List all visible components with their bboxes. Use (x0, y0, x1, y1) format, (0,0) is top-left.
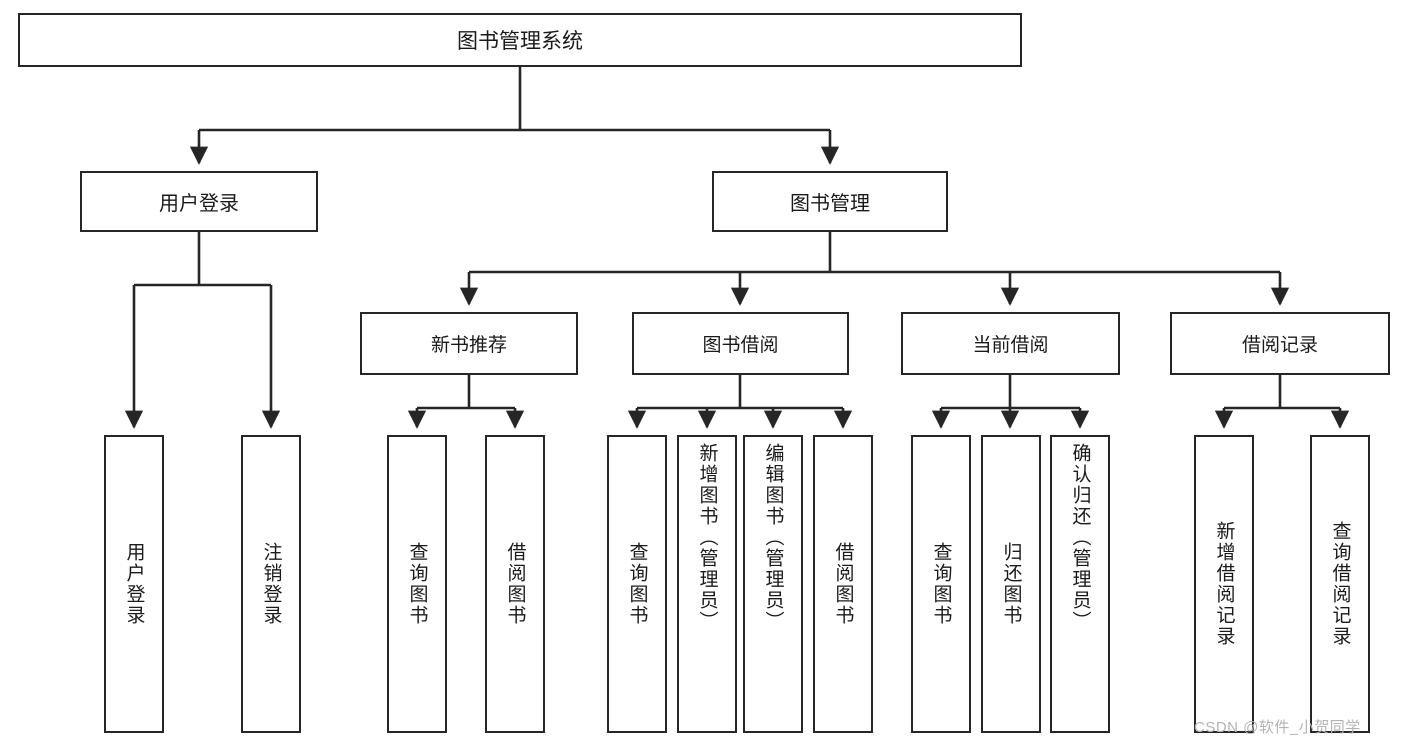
node-label: 查询图书 (406, 542, 428, 626)
node-label: 编辑图书（管理员） (762, 443, 784, 632)
leaf-query-book-borrow[interactable]: 查询图书 (607, 435, 667, 733)
leaf-return-book[interactable]: 归还图书 (981, 435, 1041, 733)
node-label: 新增图书（管理员） (696, 443, 718, 632)
node-label: 确认归还（管理员） (1069, 443, 1091, 632)
node-label: 新书推荐 (430, 335, 507, 356)
node-label: 借阅记录 (1241, 335, 1318, 356)
leaf-confirm-return-admin[interactable]: 确认归还（管理员） (1050, 435, 1110, 733)
leaf-borrow-book-recommend[interactable]: 借阅图书 (485, 435, 545, 733)
node-label: 新增借阅记录 (1213, 521, 1235, 647)
node-label: 归还图书 (1000, 542, 1022, 626)
node-borrow-record[interactable]: 借阅记录 (1170, 312, 1390, 375)
node-label: 借阅图书 (504, 542, 526, 626)
node-root-book-management-system[interactable]: 图书管理系统 (18, 13, 1022, 67)
node-label: 用户登录 (123, 542, 145, 626)
node-label: 图书管理 (790, 193, 870, 215)
node-label: 用户登录 (159, 193, 239, 215)
node-label: 借阅图书 (832, 542, 854, 626)
node-label: 查询图书 (930, 542, 952, 626)
leaf-query-book-current[interactable]: 查询图书 (911, 435, 971, 733)
leaf-borrow-book[interactable]: 借阅图书 (813, 435, 873, 733)
node-label: 图书管理系统 (457, 30, 583, 53)
node-label: 查询图书 (626, 542, 648, 626)
node-new-book-recommend[interactable]: 新书推荐 (360, 312, 578, 375)
leaf-query-book-recommend[interactable]: 查询图书 (387, 435, 447, 733)
node-book-borrow[interactable]: 图书借阅 (632, 312, 849, 375)
leaf-add-borrow-record[interactable]: 新增借阅记录 (1194, 435, 1254, 733)
node-current-borrow[interactable]: 当前借阅 (901, 312, 1120, 375)
node-label: 注销登录 (260, 542, 282, 626)
node-book-management[interactable]: 图书管理 (712, 171, 948, 232)
node-label: 当前借阅 (972, 335, 1049, 356)
node-user-login[interactable]: 用户登录 (80, 171, 318, 232)
node-label: 查询借阅记录 (1329, 521, 1351, 647)
leaf-query-borrow-record[interactable]: 查询借阅记录 (1310, 435, 1370, 733)
leaf-add-book-admin[interactable]: 新增图书（管理员） (677, 435, 737, 733)
leaf-user-login[interactable]: 用户登录 (104, 435, 164, 733)
leaf-edit-book-admin[interactable]: 编辑图书（管理员） (743, 435, 803, 733)
node-label: 图书借阅 (702, 335, 779, 356)
csdn-watermark: CSDN @软件_小贺同学 (1194, 719, 1361, 736)
leaf-logout-login[interactable]: 注销登录 (241, 435, 301, 733)
